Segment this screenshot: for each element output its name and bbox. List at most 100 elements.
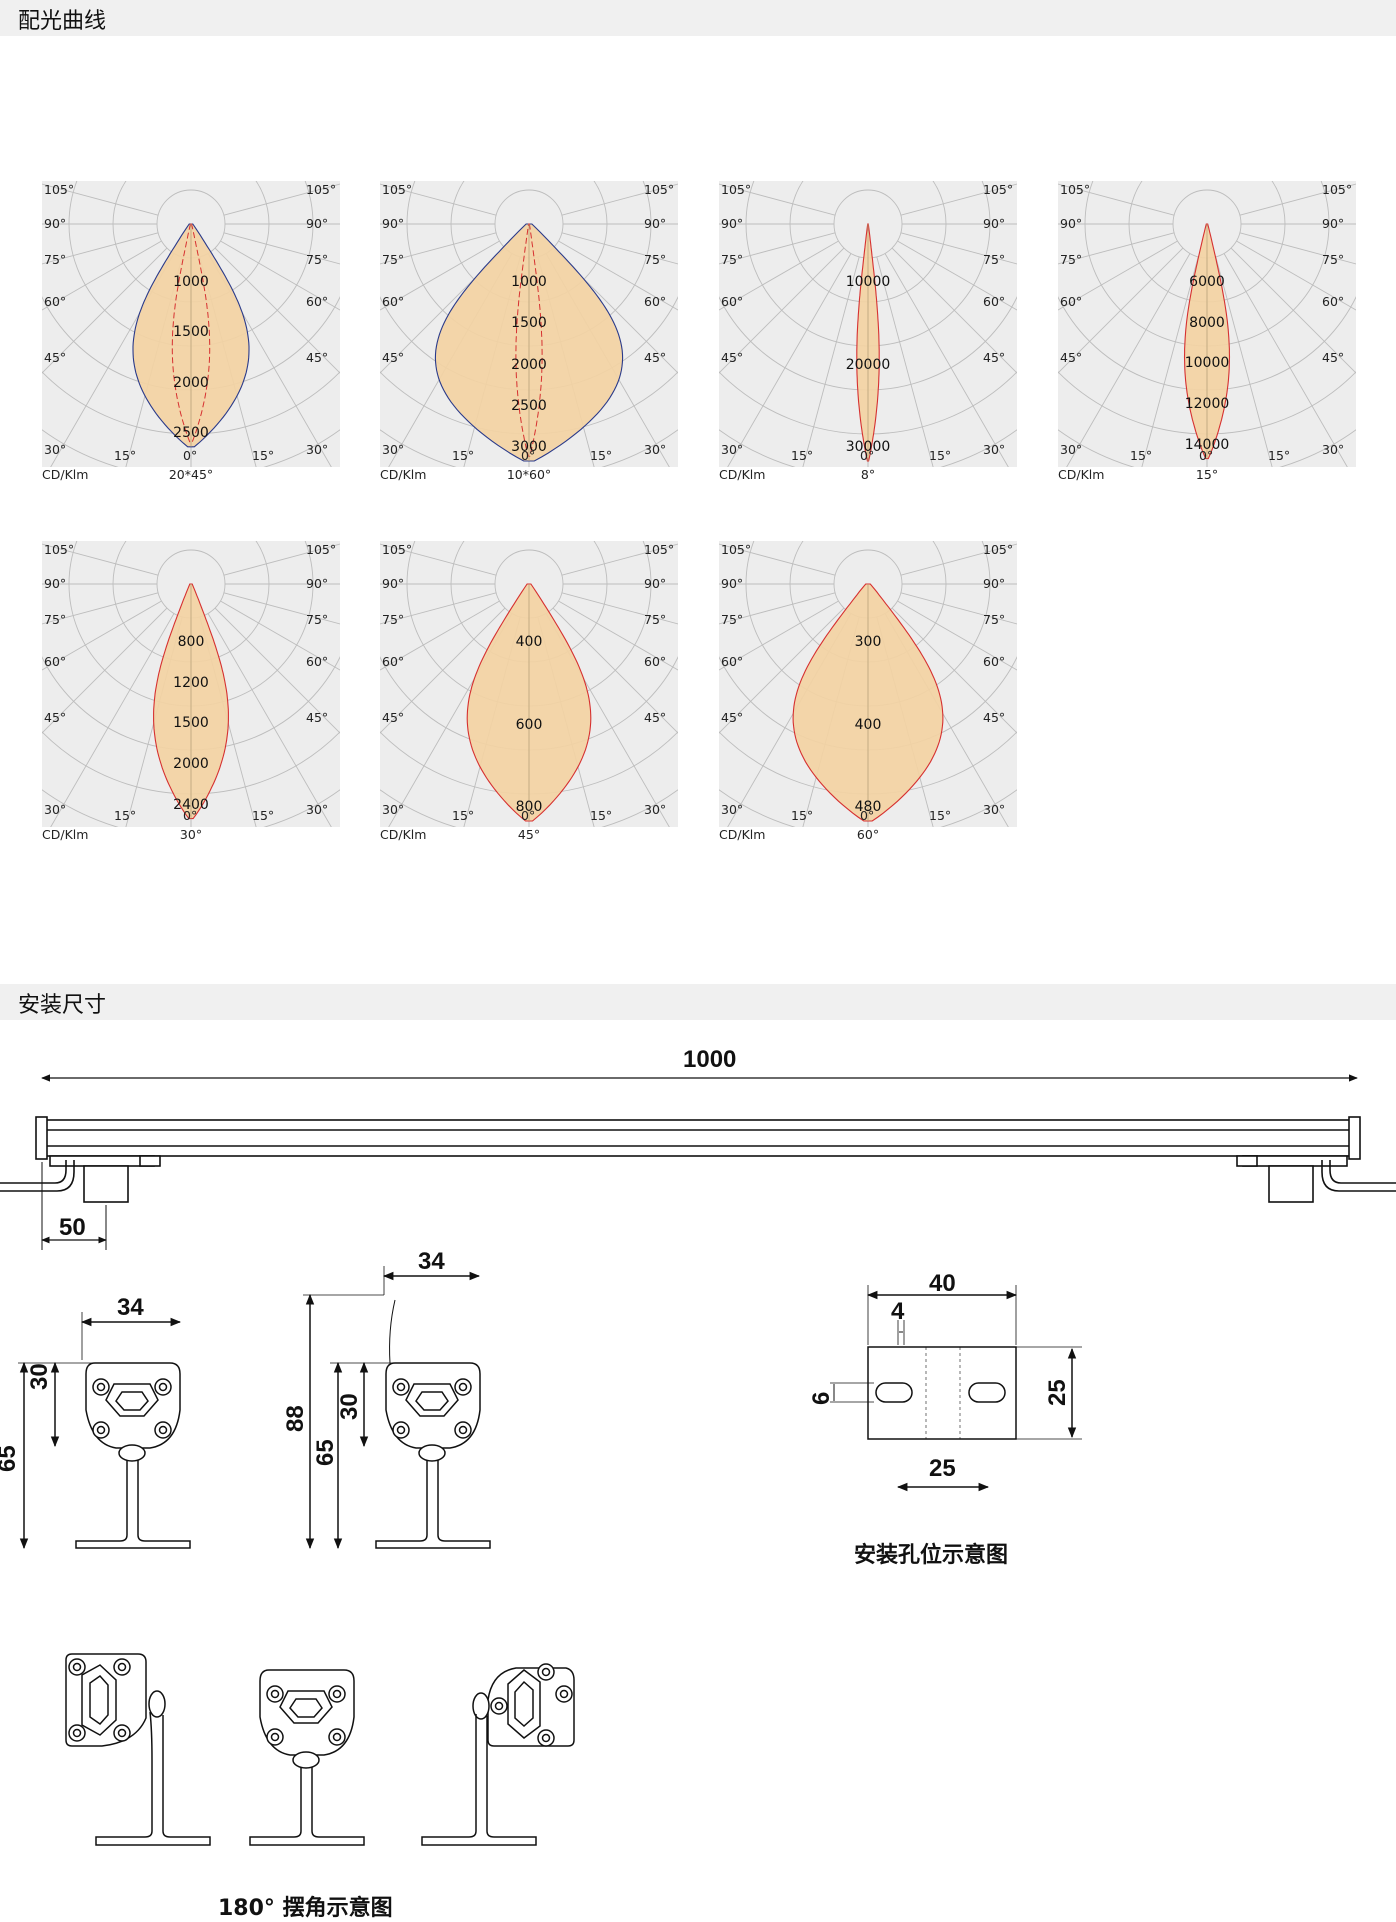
angle-label-left: 30° (721, 442, 744, 457)
grid-spoke (380, 247, 506, 374)
grid-spoke (220, 240, 340, 311)
swing-view-right (421, 1663, 575, 1846)
grid-spoke (719, 607, 845, 734)
angle-label-zero: 0° (183, 808, 198, 823)
angle-label-right: 45° (306, 350, 329, 365)
swing-view-left (65, 1653, 211, 1846)
grid-spoke (561, 543, 678, 576)
angle-label-right: 30° (306, 442, 329, 457)
angle-label-left: 30° (721, 802, 744, 817)
angle-label-left: 45° (721, 710, 744, 725)
radial-tick-label: 480 (854, 799, 882, 815)
angle-label-left: 75° (382, 252, 405, 267)
section-header-light-distribution: 配光曲线 (0, 0, 1396, 36)
beam-angle-label: 8° (860, 467, 876, 482)
angle-label-left: 45° (1060, 350, 1083, 365)
angle-label-right: 60° (983, 294, 1006, 309)
angle-label-right: 30° (644, 442, 667, 457)
angle-label-right: 90° (983, 216, 1006, 231)
angle-label-right: 75° (983, 252, 1006, 267)
grid-spoke (719, 247, 845, 374)
angle-label-left: 15° (452, 448, 475, 463)
angle-label-left: 45° (382, 350, 405, 365)
radial-tick-label: 400 (515, 634, 543, 650)
hole-diagram-caption: 安装孔位示意图 (854, 1543, 1009, 1568)
angle-label-left: 15° (114, 808, 137, 823)
grid-spoke (214, 607, 340, 734)
angle-label-right: 45° (644, 710, 667, 725)
side-view-2 (303, 1266, 491, 1550)
polar-chart-4: 105°105°90°90°75°75°60°60°45°45°30°30°15… (1058, 181, 1356, 482)
grid-spoke (380, 232, 497, 265)
angle-label-left: 15° (791, 808, 814, 823)
plate-height-label: 25 (1044, 1379, 1071, 1406)
section-title: 配光曲线 (18, 9, 107, 34)
angle-label-left: 60° (44, 654, 67, 669)
angle-label-left: 15° (791, 448, 814, 463)
angle-label-left: 60° (382, 294, 405, 309)
grid-spoke (42, 543, 159, 576)
angle-label-left: 75° (721, 252, 744, 267)
hole-height-label: 6 (808, 1391, 835, 1405)
angle-label-right: 15° (590, 808, 613, 823)
angle-label-left: 45° (44, 350, 67, 365)
grid-spoke (1239, 232, 1356, 265)
angle-label-right: 30° (983, 442, 1006, 457)
side1-total-label: 65 (0, 1445, 21, 1472)
angle-label-zero: 0° (860, 808, 875, 823)
grid-spoke (1058, 247, 1184, 374)
grid-spoke (558, 600, 678, 671)
angle-label-right: 75° (644, 252, 667, 267)
angle-label-left: 105° (44, 542, 75, 557)
grid-spoke (1058, 240, 1178, 311)
plate-width-label: 40 (929, 1270, 956, 1297)
radial-tick-label: 3000 (511, 439, 547, 455)
grid-spoke (558, 240, 678, 311)
angle-label-left: 30° (44, 802, 67, 817)
angle-label-right: 45° (983, 350, 1006, 365)
angle-label-right: 15° (252, 808, 275, 823)
angle-label-left: 90° (382, 216, 405, 231)
angle-label-right: 45° (306, 710, 329, 725)
grid-spoke (719, 543, 836, 576)
radial-tick-label: 800 (177, 634, 205, 650)
grid-spoke (220, 600, 340, 671)
grid-spoke (891, 247, 1017, 374)
angle-label-right: 90° (306, 576, 329, 591)
angle-label-left: 15° (114, 448, 137, 463)
grid-spoke (1236, 240, 1356, 311)
angle-label-zero: 0° (521, 808, 536, 823)
radial-tick-label: 1500 (173, 324, 209, 341)
grid-spoke (1058, 183, 1175, 216)
angle-label-left: 60° (382, 654, 405, 669)
radial-tick-label: 2500 (173, 424, 209, 441)
side1-width-label: 34 (117, 1294, 144, 1321)
grid-spoke (561, 232, 678, 265)
angle-label-left: 105° (382, 542, 413, 557)
angle-label-left: 15° (452, 808, 475, 823)
radial-tick-label: 800 (515, 799, 543, 815)
angle-label-zero: 0° (521, 448, 536, 463)
angle-label-left: 105° (721, 542, 752, 557)
grid-spoke (719, 592, 836, 625)
angle-label-left: 90° (44, 216, 67, 231)
angle-label-right: 30° (983, 802, 1006, 817)
radial-tick-label: 1000 (173, 274, 209, 290)
grid-spoke (380, 600, 500, 671)
angle-label-left: 30° (382, 442, 405, 457)
side2-overall-label: 88 (282, 1405, 309, 1432)
grid-spoke (727, 253, 852, 467)
grid-spoke (900, 592, 1017, 625)
angle-label-left: 45° (44, 710, 67, 725)
grid-spoke (552, 607, 678, 734)
angle-label-right: 30° (306, 802, 329, 817)
angle-label-right: 105° (306, 182, 337, 197)
angle-label-left: 75° (44, 252, 67, 267)
angle-label-left: 75° (1060, 252, 1083, 267)
grid-spoke (891, 607, 1017, 734)
angle-label-right: 15° (590, 448, 613, 463)
hole-pitch-label: 25 (929, 1455, 956, 1482)
grid-spoke (719, 600, 839, 671)
angle-label-right: 60° (306, 654, 329, 669)
